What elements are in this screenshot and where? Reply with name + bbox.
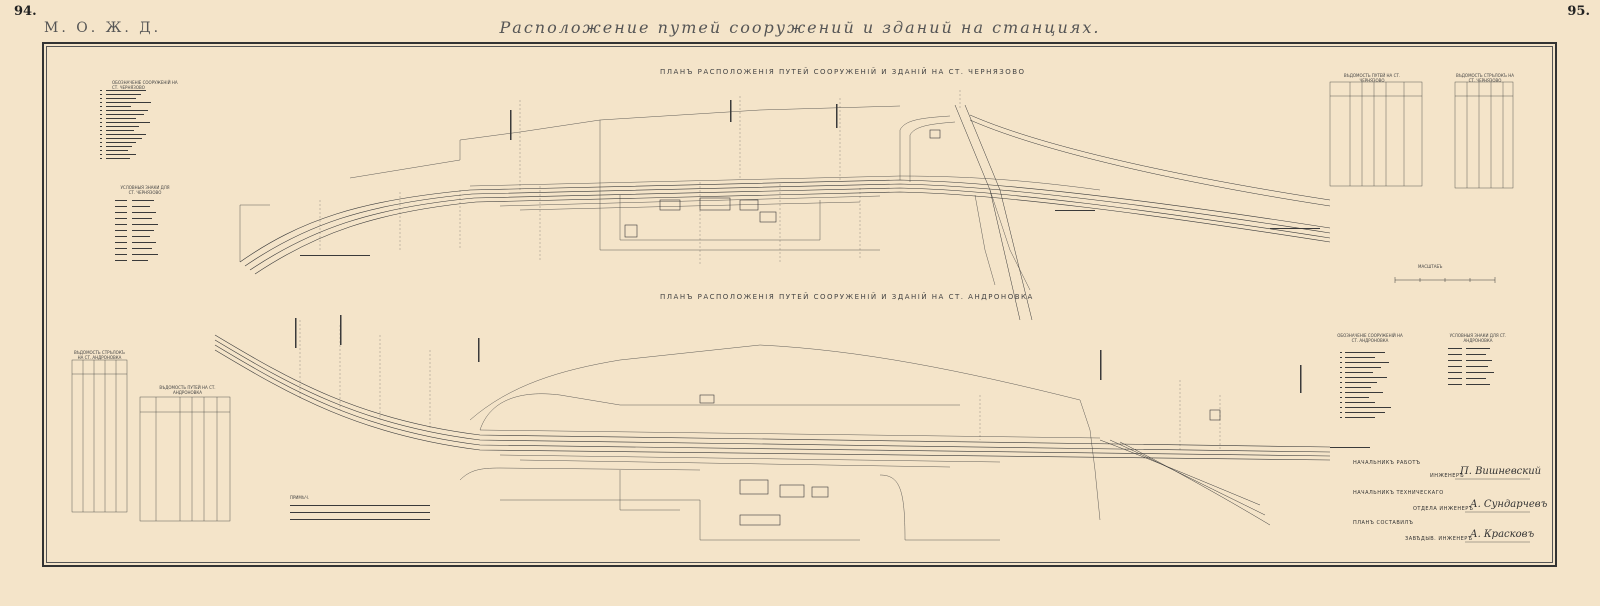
sheet-title: Расположение путей сооружений и зданий н… <box>499 18 1101 37</box>
signature-lines <box>1455 478 1530 543</box>
legend-list-1 <box>100 90 151 159</box>
legend-list-3 <box>1340 352 1391 418</box>
legend-list-4 <box>1448 348 1494 385</box>
legend-title-3: ОБОЗНАЧЕНІЕ СООРУЖЕНІЙ НА СТ. АНДРОНОВКА <box>1337 333 1403 343</box>
page-number-right: 95. <box>1567 4 1590 19</box>
signature-title-2: ОТДЕЛА ИНЖЕНЕРЪ <box>1413 506 1474 512</box>
plan-andronovka-tracks <box>214 320 1331 541</box>
scale-bar <box>1394 277 1496 283</box>
table-title-3: ВѢДОМОСТЬ СТРѢЛОКЪ НА СТ. АНДРОНОВКА <box>73 350 125 360</box>
signature-role-3: ПЛАНЪ СОСТАВИЛЪ <box>1353 520 1414 526</box>
table-title-2: ВѢДОМОСТЬ СТРѢЛОКЪ НА СТ. ЧЕРНЯЗОВО <box>1455 73 1515 83</box>
legend-title-2: УСЛОВНЫЯ ЗНАКИ ДЛЯ СТ. ЧЕРНЯЗОВО <box>120 185 170 195</box>
table-switches-andronovka <box>71 359 128 513</box>
note-title: ПРИМѢЧ. <box>290 495 309 500</box>
dimension-marks <box>290 100 1370 520</box>
plan-title-chernyazovo: ПЛАНЪ РАСПОЛОЖЕНІЯ ПУТЕЙ СООРУЖЕНІЙ И ЗД… <box>660 68 1026 76</box>
signature-title-1: ИНЖЕНЕРЪ <box>1430 473 1465 479</box>
railway-abbreviation: М. О. Ж. Д. <box>44 20 162 36</box>
legend-title-4: УСЛОВНЫЯ ЗНАКИ ДЛЯ СТ. АНДРОНОВКА <box>1449 333 1507 343</box>
table-switches-chernyazovo <box>1454 81 1514 189</box>
signature-role-2: НАЧАЛЬНИКЪ ТЕХНИЧЕСКАГО <box>1353 490 1444 496</box>
plan-title-andronovka: ПЛАНЪ РАСПОЛОЖЕНІЯ ПУТЕЙ СООРУЖЕНІЙ И ЗД… <box>660 293 1034 301</box>
inner-frame <box>46 46 1553 563</box>
signature-name-3: А. Красковъ <box>1470 529 1535 540</box>
legend-list-2 <box>115 200 158 261</box>
signature-role-1: НАЧАЛЬНИКЪ РАБОТЪ <box>1353 460 1421 466</box>
outer-frame <box>42 42 1557 567</box>
table-tracks-chernyazovo <box>1329 81 1423 187</box>
table-tracks-andronovka <box>139 396 231 522</box>
signature-title-3: ЗАВѢДЫВ. ИНЖЕНЕРЪ <box>1405 536 1473 542</box>
table-title-4: ВѢДОМОСТЬ ПУТЕЙ НА СТ. АНДРОНОВКА <box>159 385 216 395</box>
plan-chernyazovo-tracks <box>239 90 1331 321</box>
scale-label: МАСШТАБЪ <box>1418 264 1443 269</box>
signature-name-2: А. Сундарчевъ <box>1470 499 1548 510</box>
signature-name-1: П. Вишневский <box>1460 466 1542 477</box>
table-title-1: ВѢДОМОСТЬ ПУТЕЙ НА СТ. ЧЕРНЯЗОВО <box>1343 73 1401 83</box>
page-number-left: 94. <box>14 4 37 19</box>
legend-title-1: ОБОЗНАЧЕНІЕ СООРУЖЕНІЙ НА СТ. ЧЕРНЯЗОВО <box>112 80 178 90</box>
